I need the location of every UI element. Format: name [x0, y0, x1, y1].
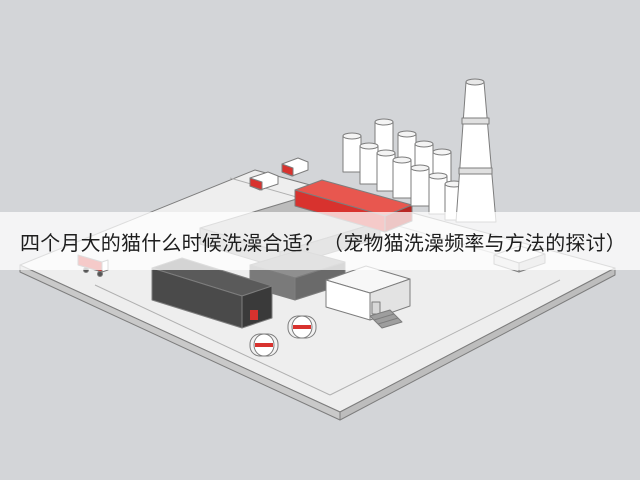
road-line — [94, 284, 331, 396]
delivery-truck — [281, 157, 309, 177]
banner-title: 四个月大的猫什么时候洗澡合适？（宠物猫洗澡频率与方法的探讨） — [20, 230, 626, 255]
silo — [374, 118, 394, 159]
storage-tank — [287, 315, 317, 339]
silo — [410, 164, 430, 207]
chimney — [455, 78, 497, 223]
silo — [428, 172, 448, 215]
silo — [359, 142, 379, 185]
silo — [342, 132, 362, 173]
silo — [392, 156, 412, 199]
road-line — [329, 279, 561, 396]
silo — [376, 149, 396, 192]
stairs — [369, 309, 403, 329]
ground-plate-edge-right — [339, 267, 616, 421]
storage-tank — [249, 333, 279, 357]
white-building — [325, 265, 411, 321]
delivery-truck — [249, 171, 279, 191]
title-banner: 四个月大的猫什么时候洗澡合适？（宠物猫洗澡频率与方法的探讨） — [0, 212, 640, 270]
